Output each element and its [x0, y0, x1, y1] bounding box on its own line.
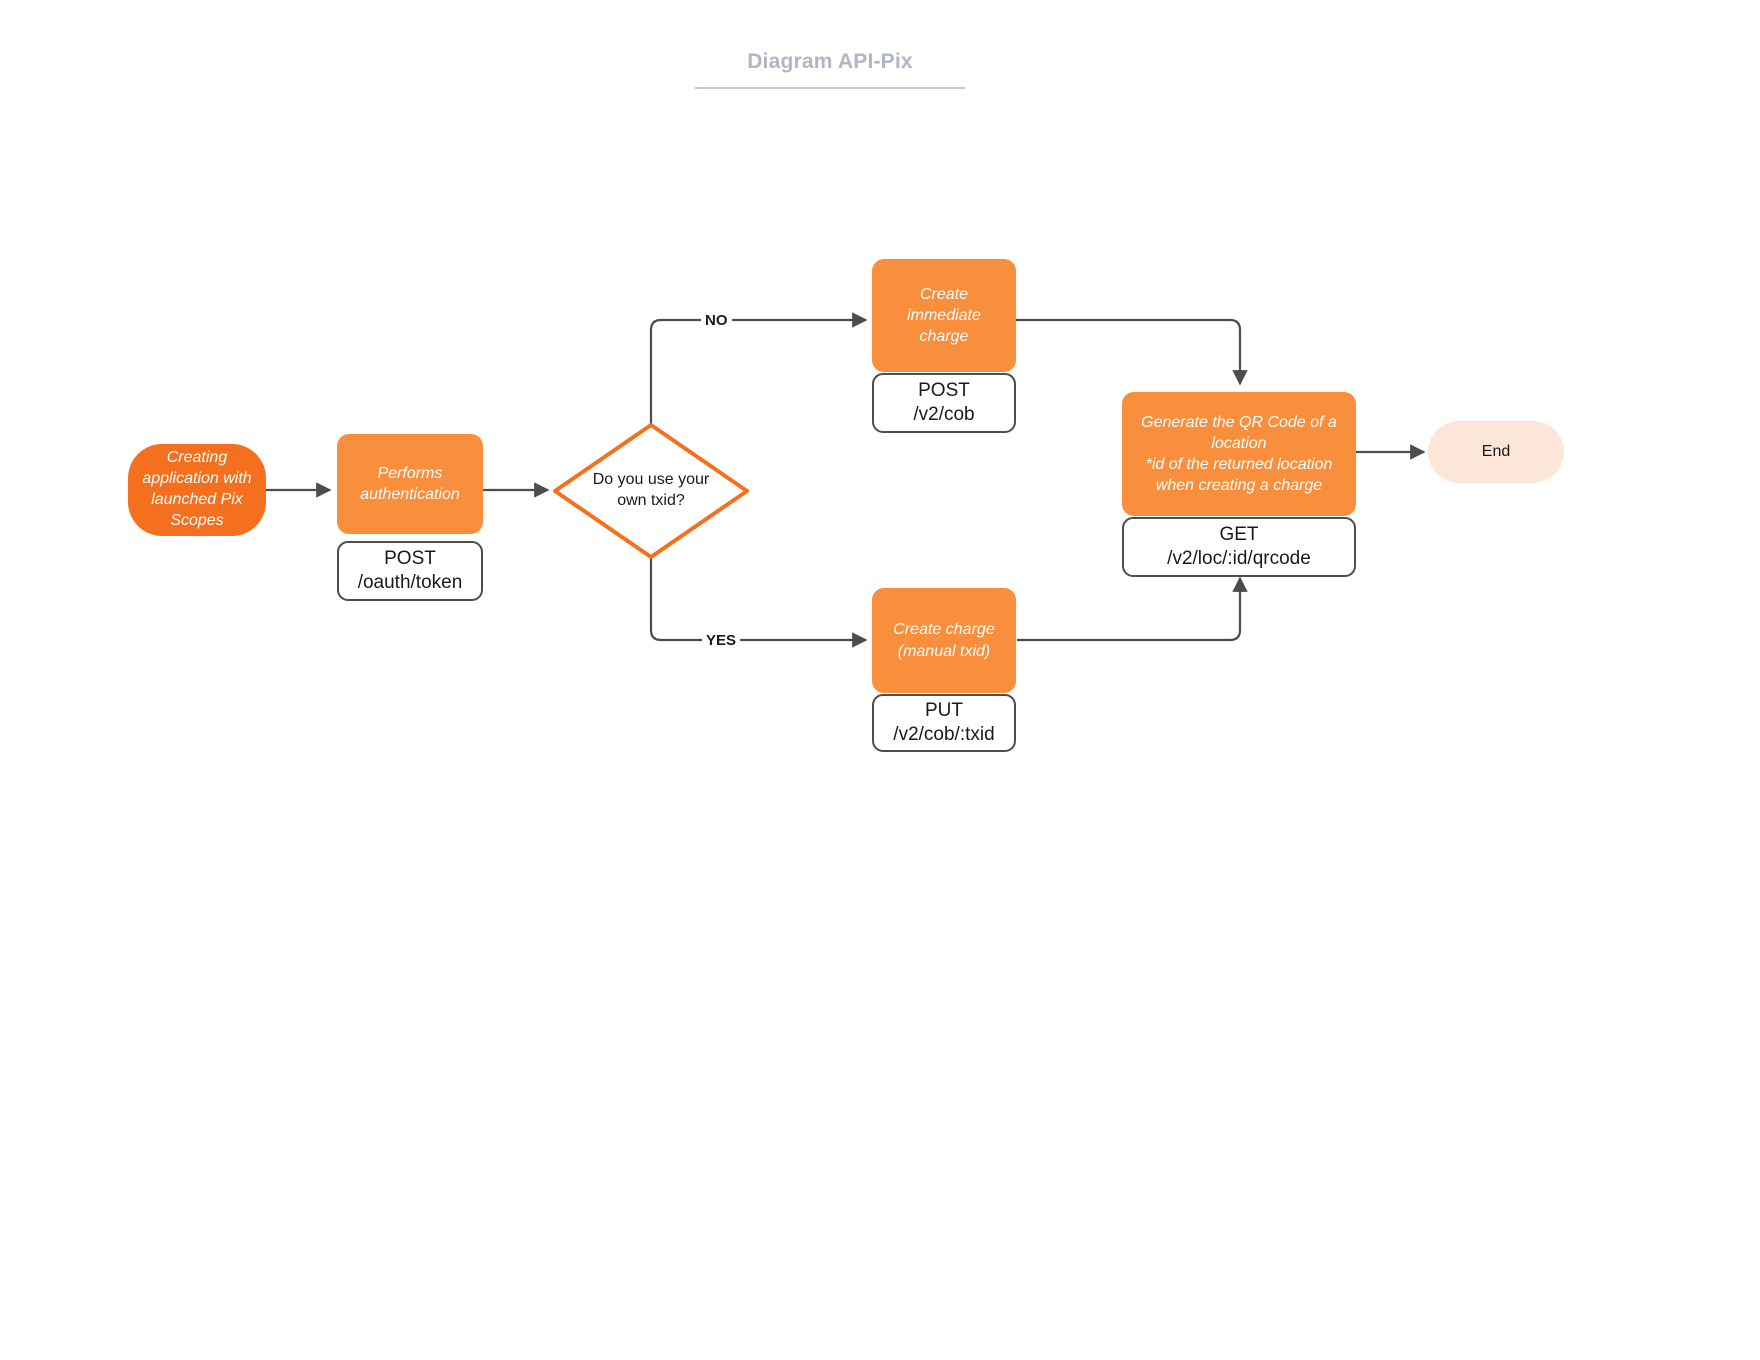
decision-shape	[553, 423, 749, 559]
node-start[interactable]: Creating application with launched Pix S…	[128, 444, 266, 536]
endpoint-v2-cob-txid[interactable]: PUT /v2/cob/:txid	[872, 694, 1016, 752]
endpoint-oauth-token[interactable]: POST /oauth/token	[337, 541, 483, 601]
endpoint-v2-cob-txid-label: PUT /v2/cob/:txid	[893, 699, 995, 745]
edge-decision-yes	[649, 558, 868, 648]
node-create-charge-manual-txid[interactable]: Create charge (manual txid)	[872, 588, 1016, 693]
node-decision-label: Do you use your own txid?	[592, 471, 710, 509]
endpoint-v2-cob[interactable]: POST /v2/cob	[872, 373, 1016, 433]
node-create-immediate-charge-label: Create immediate charge	[907, 285, 981, 346]
node-generate-qrcode-label: Generate the QR Code of a location *id o…	[1141, 413, 1337, 495]
node-create-immediate-charge[interactable]: Create immediate charge	[872, 259, 1016, 372]
node-performs-authentication[interactable]: Performs authentication	[337, 434, 483, 534]
endpoint-v2-loc-id-qrcode[interactable]: GET /v2/loc/:id/qrcode	[1122, 517, 1356, 577]
edge-label-no: NO	[701, 313, 732, 328]
node-end-label: End	[1481, 442, 1511, 460]
endpoint-v2-cob-label: POST /v2/cob	[913, 379, 975, 425]
node-performs-authentication-label: Performs authentication	[360, 464, 460, 503]
node-create-charge-manual-txid-label: Create charge (manual txid)	[893, 621, 995, 660]
node-generate-qrcode[interactable]: Generate the QR Code of a location *id o…	[1122, 392, 1356, 516]
page-title: Diagram API-Pix	[695, 50, 965, 90]
endpoint-oauth-token-label: POST /oauth/token	[357, 547, 463, 593]
edge-decision-no	[649, 312, 868, 424]
node-decision-own-txid[interactable]: Do you use your own txid?	[551, 421, 751, 561]
endpoint-v2-loc-id-qrcode-label: GET /v2/loc/:id/qrcode	[1167, 523, 1311, 569]
node-start-label: Creating application with launched Pix S…	[142, 449, 252, 529]
edge-immediate-to-qrcode	[1016, 318, 1248, 386]
edge-label-yes: YES	[702, 633, 741, 648]
node-end[interactable]: End	[1428, 421, 1564, 483]
edge-manual-to-qrcode	[1017, 576, 1248, 642]
